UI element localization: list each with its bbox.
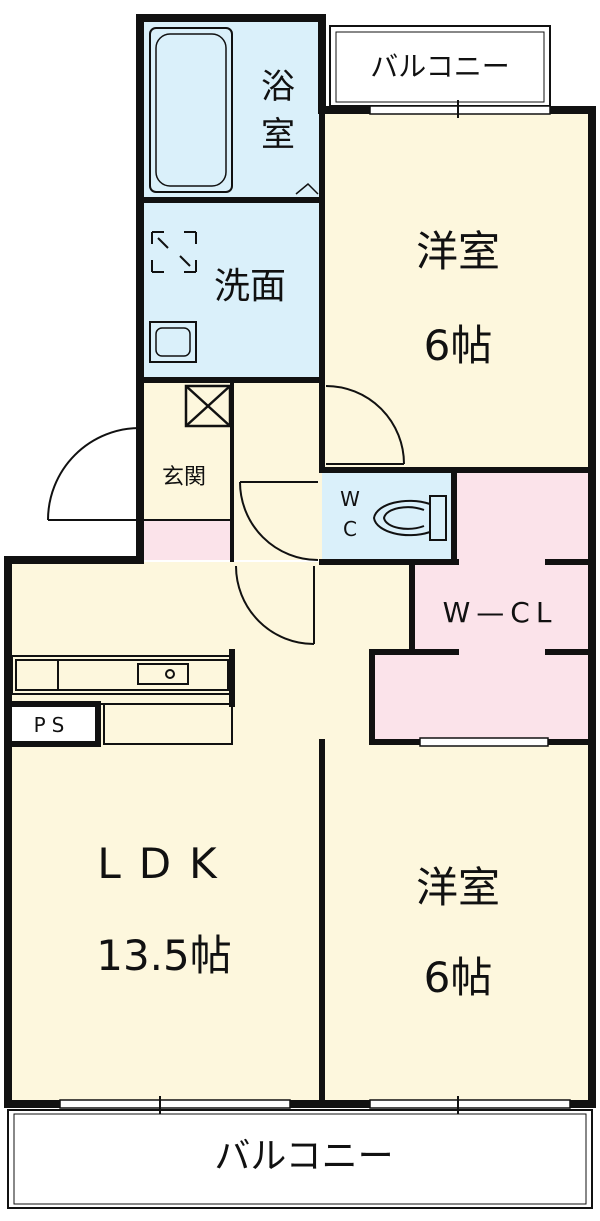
entrance-step-floor bbox=[140, 520, 232, 560]
front-door-swing bbox=[47, 427, 141, 521]
wc-door-swing bbox=[239, 481, 319, 561]
labels: バルコニー バルコニー 浴 室 洗面 洋室 6帖 玄関 W C W—CL PS … bbox=[34, 50, 558, 1177]
ldk-floor bbox=[8, 562, 412, 1104]
windows bbox=[59, 100, 571, 1114]
western-room-north-name: 洋室 bbox=[416, 227, 500, 276]
entrance-label: 玄関 bbox=[162, 465, 206, 490]
balcony-south-label: バルコニー bbox=[214, 1136, 393, 1177]
wash-basin bbox=[149, 321, 197, 363]
fixtures bbox=[11, 27, 447, 695]
western-room-south-size: 6帖 bbox=[424, 953, 493, 1002]
balcony-north bbox=[329, 25, 551, 107]
wc-label-c: C bbox=[343, 517, 357, 541]
wc-floor bbox=[322, 470, 454, 562]
wcl-label: W—CL bbox=[443, 596, 558, 629]
ldk-size: 13.5帖 bbox=[96, 931, 232, 980]
washroom-floor bbox=[140, 200, 320, 380]
western-room-north-size: 6帖 bbox=[424, 321, 493, 370]
kitchen-counter bbox=[11, 655, 233, 695]
bathtub bbox=[149, 27, 233, 193]
western-room-north-floor bbox=[322, 110, 592, 470]
north-room-door-swing bbox=[325, 385, 405, 465]
ps-floor bbox=[8, 704, 98, 744]
ldk-door-swing bbox=[235, 565, 315, 645]
balcony-north-label: バルコニー bbox=[370, 50, 509, 83]
bath-floor bbox=[140, 18, 320, 200]
walls bbox=[4, 14, 596, 1108]
bath-label-2: 室 bbox=[261, 115, 295, 155]
western-room-south-name: 洋室 bbox=[416, 863, 500, 912]
balcony-south bbox=[7, 1109, 593, 1209]
ps-label: PS bbox=[34, 713, 71, 737]
western-room-south-floor bbox=[322, 742, 592, 1104]
toilet bbox=[372, 495, 447, 541]
ldk-name: LDK bbox=[97, 839, 234, 888]
shoe-cabinet bbox=[184, 384, 232, 428]
wc-label-w: W bbox=[340, 487, 360, 511]
doors bbox=[47, 385, 405, 645]
washing-machine-space bbox=[151, 231, 197, 273]
bath-label: 浴 bbox=[261, 67, 295, 107]
wcl-floor bbox=[372, 470, 592, 742]
washroom-label: 洗面 bbox=[214, 266, 286, 307]
